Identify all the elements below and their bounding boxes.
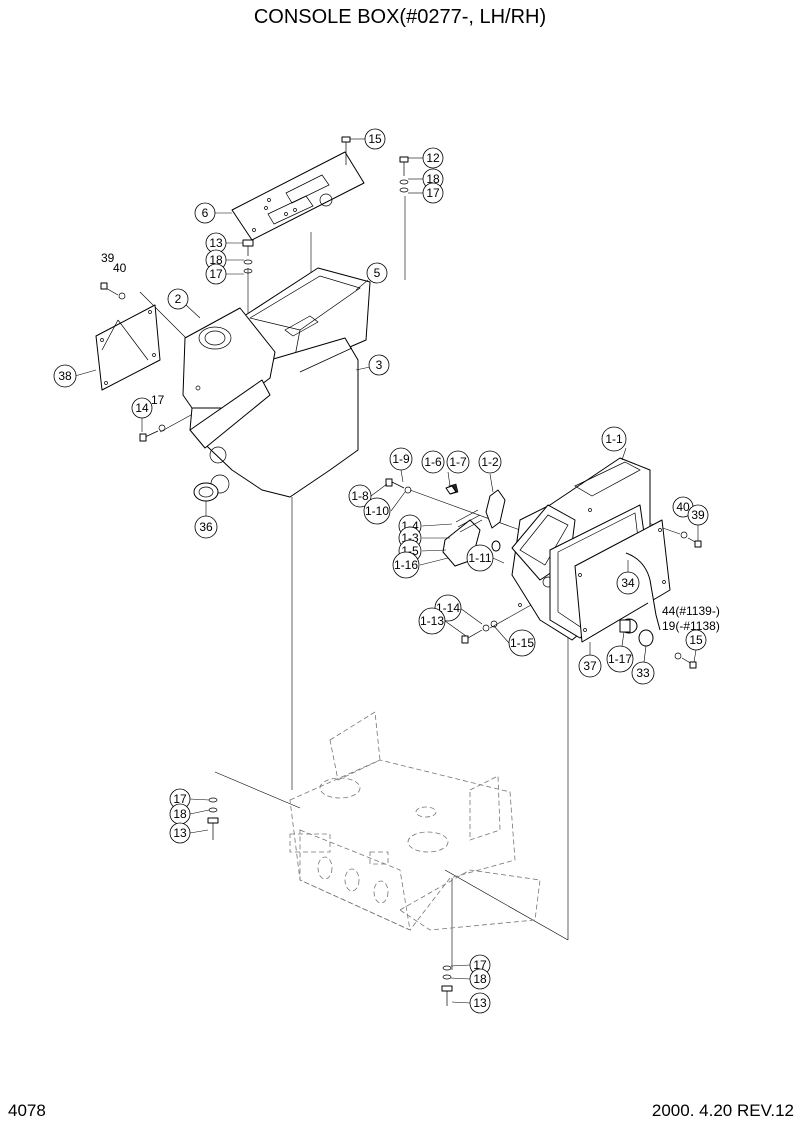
callout-1-16: 1-16	[392, 551, 449, 579]
svg-text:13: 13	[473, 996, 487, 1010]
svg-text:17: 17	[173, 792, 187, 806]
callout-1-9: 1-9	[389, 447, 413, 483]
svg-text:5: 5	[374, 266, 381, 280]
callout-6: 6	[194, 202, 232, 224]
callout-13-bottom: 13	[451, 992, 491, 1014]
svg-text:1-8: 1-8	[351, 489, 369, 503]
callout-15-right: 15	[685, 629, 707, 663]
svg-text:34: 34	[621, 576, 635, 590]
left-console-housing	[182, 307, 359, 498]
callout-17-base-left: 17	[169, 788, 210, 810]
callout-39-right: 39	[687, 504, 709, 541]
callout-13-base-left: 13	[169, 822, 209, 844]
svg-text:3: 3	[376, 358, 383, 372]
svg-text:14: 14	[135, 401, 149, 415]
page-title: CONSOLE BOX(#0277-, LH/RH)	[253, 6, 547, 28]
callout-17-upper: 17	[205, 263, 244, 285]
label-17-left: 17	[151, 393, 165, 407]
callout-3: 3	[355, 354, 390, 376]
svg-text:13: 13	[173, 826, 187, 840]
svg-text:1-17: 1-17	[608, 652, 632, 666]
svg-text:17: 17	[473, 958, 487, 972]
callout-17-top: 17	[408, 182, 444, 204]
svg-text:38: 38	[58, 369, 72, 383]
callout-13-upper: 13	[205, 232, 243, 254]
fasteners	[100, 136, 702, 1006]
callout-33: 33	[631, 645, 655, 685]
knob	[193, 482, 219, 502]
base-frame	[289, 711, 541, 931]
label-39-left: 39	[101, 251, 115, 265]
callout-1-6: 1-6	[421, 450, 451, 487]
svg-text:39: 39	[691, 508, 705, 522]
svg-text:18: 18	[426, 172, 440, 186]
svg-text:40: 40	[676, 500, 690, 514]
svg-text:18: 18	[209, 253, 223, 267]
svg-text:15: 15	[689, 633, 703, 647]
callout-40-right: 40	[672, 496, 694, 518]
svg-text:1-6: 1-6	[424, 455, 442, 469]
callout-18-base-left: 18	[169, 803, 210, 825]
svg-text:37: 37	[583, 659, 597, 673]
callout-38: 38	[53, 364, 97, 388]
callout-37: 37	[578, 642, 602, 678]
revision-date: 2000. 4.20 REV.12	[651, 1101, 794, 1120]
svg-text:15: 15	[368, 132, 382, 146]
callout-15-top: 15	[350, 128, 386, 150]
label-19-variant: 19(-#1138)	[662, 619, 720, 633]
callout-36: 36	[194, 501, 218, 539]
callout-1-1: 1-1	[601, 426, 627, 461]
plain-labels: 39 40 17 44(#1139-) 19(-#1138)	[101, 251, 720, 633]
svg-text:1-11: 1-11	[468, 551, 491, 565]
callout-1-15: 1-15	[493, 625, 536, 657]
callout-1-8: 1-8	[348, 483, 388, 508]
label-40-left: 40	[113, 261, 127, 275]
svg-text:17: 17	[426, 186, 440, 200]
svg-text:6: 6	[202, 206, 209, 220]
callout-1-10: 1-10	[363, 491, 406, 525]
side-cover-plate	[95, 304, 161, 391]
svg-text:36: 36	[199, 520, 213, 534]
svg-text:17: 17	[209, 267, 223, 281]
callout-1-11: 1-11	[466, 544, 505, 572]
callout-1-2: 1-2	[478, 450, 502, 493]
svg-text:2: 2	[175, 292, 182, 306]
callout-5: 5	[355, 262, 388, 291]
svg-text:12: 12	[426, 151, 440, 165]
callout-2: 2	[167, 288, 201, 319]
page-number: 4078	[8, 1101, 46, 1120]
svg-text:18: 18	[473, 972, 487, 986]
svg-text:1-1: 1-1	[605, 432, 623, 446]
svg-text:1-9: 1-9	[392, 452, 410, 466]
svg-text:1-16: 1-16	[394, 558, 418, 572]
svg-text:1-7: 1-7	[449, 455, 467, 469]
callout-1-7: 1-7	[446, 450, 470, 474]
svg-text:1-10: 1-10	[365, 504, 389, 518]
callout-1-17: 1-17	[606, 631, 634, 673]
top-cover-plate	[231, 151, 365, 241]
svg-text:1-2: 1-2	[481, 455, 499, 469]
svg-text:1-13: 1-13	[420, 614, 444, 628]
callout-14: 14	[131, 397, 153, 432]
svg-text:1-14: 1-14	[436, 601, 460, 615]
label-44-variant: 44(#1139-)	[662, 604, 720, 618]
callout-1-13: 1-13	[418, 607, 467, 637]
callout-34: 34	[616, 560, 640, 595]
svg-text:1-15: 1-15	[510, 636, 534, 650]
callout-18-bottom: 18	[450, 968, 491, 990]
callouts: 15 12 18 17 6 13 18 17 5 2 3 38 14 36 1-…	[53, 128, 709, 1014]
callout-12: 12	[408, 147, 444, 169]
gasket-and-cover	[549, 504, 671, 647]
svg-text:33: 33	[636, 666, 650, 680]
svg-text:13: 13	[209, 236, 223, 250]
svg-text:18: 18	[173, 807, 187, 821]
